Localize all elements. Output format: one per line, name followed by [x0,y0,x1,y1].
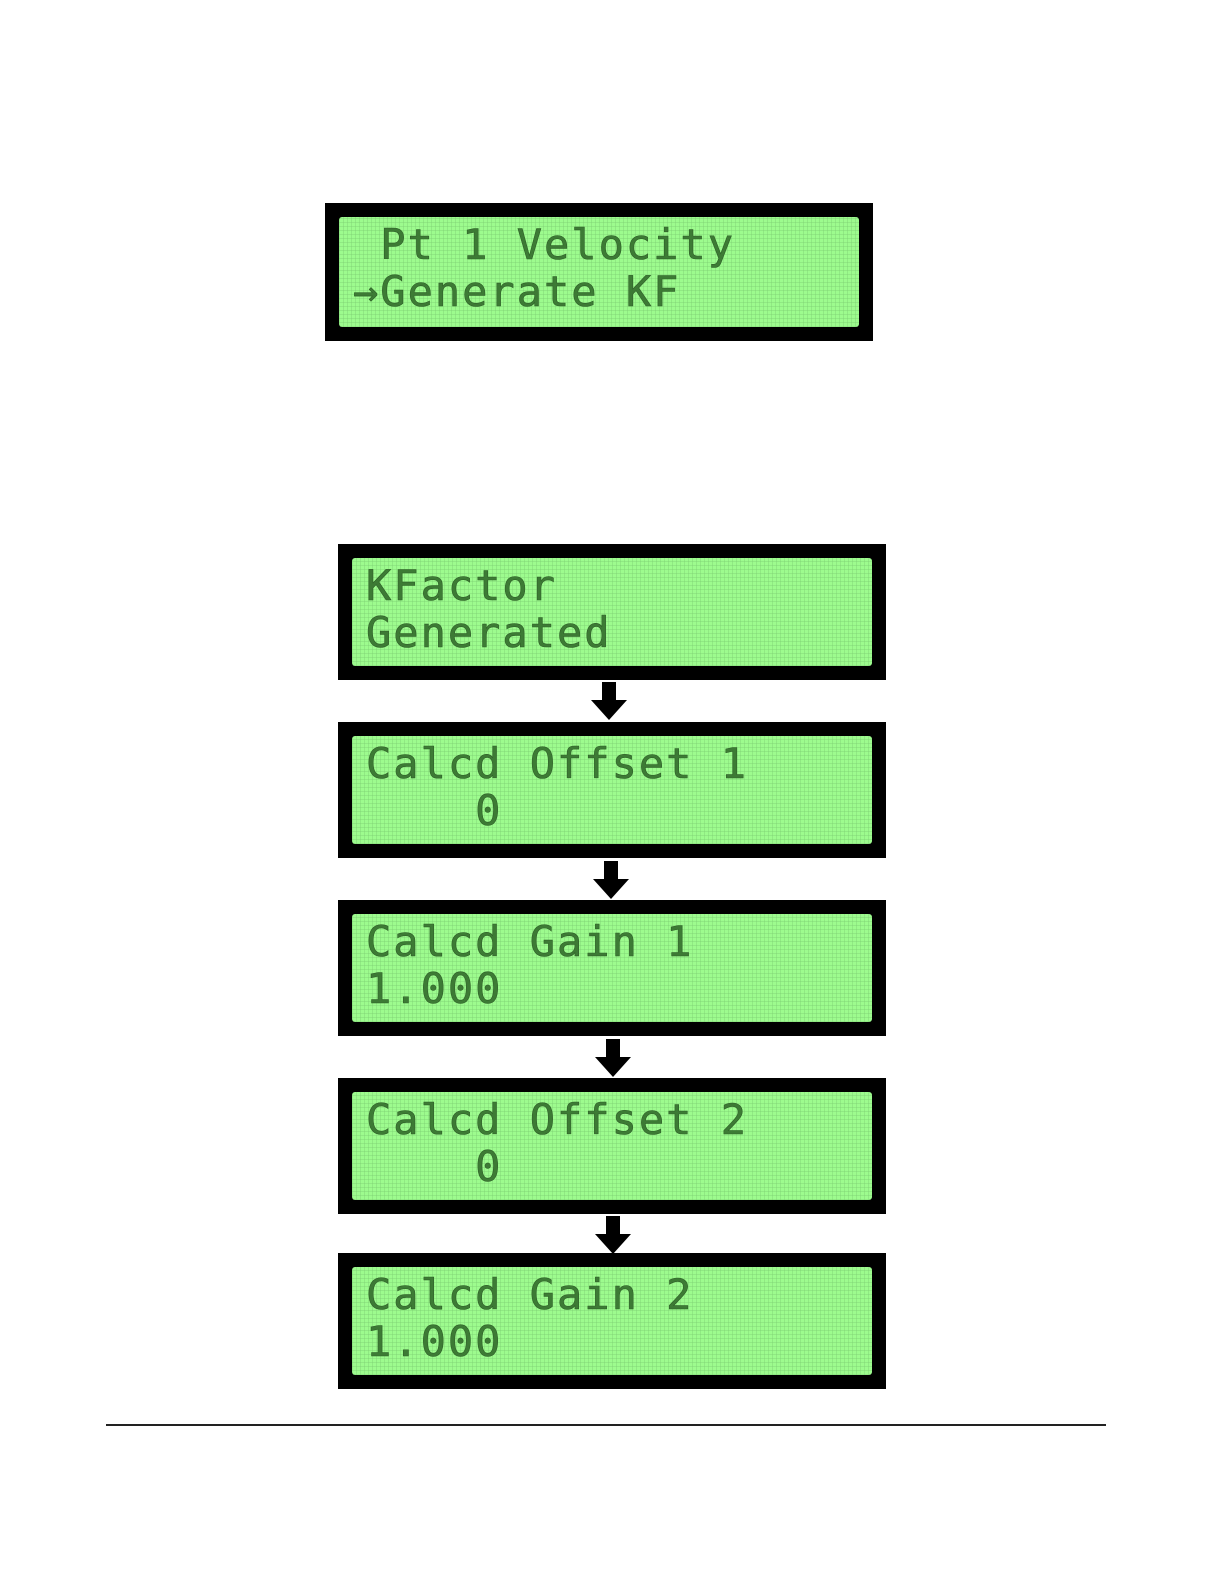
arrow-down-icon [593,1216,633,1254]
lcd-pt1-velocity: Pt 1 Velocity →Generate KF [325,203,873,341]
lcd-calcd-gain-1: Calcd Gain 1 1.000 [338,900,886,1036]
lcd-line-2: 0 [366,787,858,834]
lcd-line-1: Calcd Gain 2 [366,1271,858,1318]
footer-rule [106,1424,1106,1426]
lcd-line-2: Generated [366,609,858,656]
lcd-line-2: →Generate KF [353,268,845,315]
lcd-line-2: 1.000 [366,1318,858,1365]
lcd-screen: Calcd Gain 1 1.000 [352,914,872,1022]
lcd-kfactor-generated: KFactor Generated [338,544,886,680]
lcd-line-2: 0 [366,1143,858,1190]
arrow-down-icon [593,1039,633,1077]
lcd-screen: Calcd Gain 2 1.000 [352,1267,872,1375]
lcd-line-1: Calcd Offset 2 [366,1096,858,1143]
lcd-line-1: Calcd Offset 1 [366,740,858,787]
arrow-down-icon [589,682,629,720]
arrow-down-icon [591,861,631,899]
lcd-line-1: Pt 1 Velocity [353,221,845,268]
lcd-line-1: Calcd Gain 1 [366,918,858,965]
lcd-screen: Calcd Offset 2 0 [352,1092,872,1200]
lcd-screen: KFactor Generated [352,558,872,666]
lcd-screen: Calcd Offset 1 0 [352,736,872,844]
lcd-line-2: 1.000 [366,965,858,1012]
lcd-calcd-gain-2: Calcd Gain 2 1.000 [338,1253,886,1389]
lcd-screen: Pt 1 Velocity →Generate KF [339,217,859,327]
lcd-calcd-offset-1: Calcd Offset 1 0 [338,722,886,858]
lcd-line-1: KFactor [366,562,858,609]
lcd-calcd-offset-2: Calcd Offset 2 0 [338,1078,886,1214]
